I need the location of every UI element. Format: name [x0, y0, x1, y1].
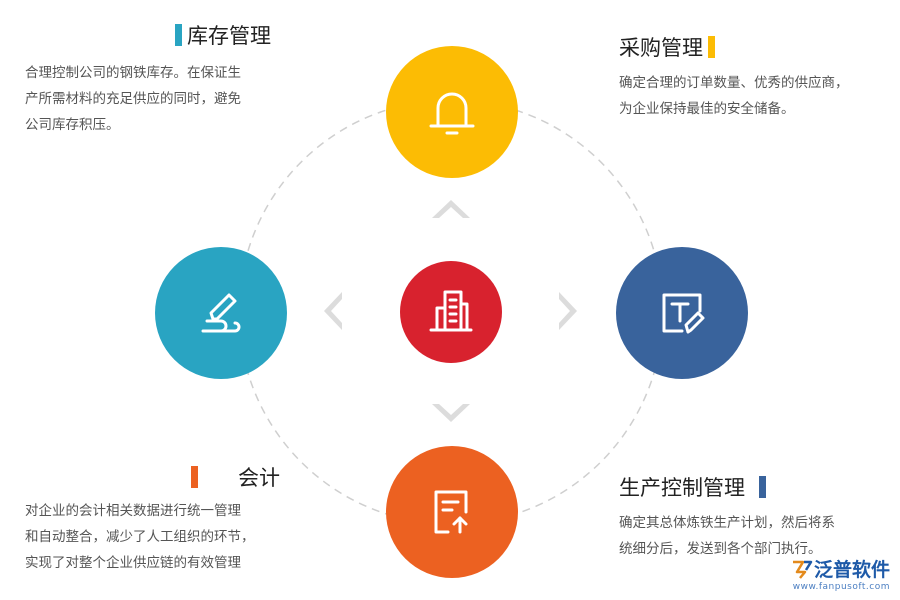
inventory-heading: 库存管理 — [25, 20, 300, 50]
building-icon — [429, 290, 473, 332]
production-desc: 确定其总体炼铁生产计划，然后将系 统细分后，发送到各个部门执行。 — [619, 510, 894, 562]
desc-line: 为企业保持最佳的安全储备。 — [619, 101, 795, 117]
desc-line: 确定合理的订单数量、优秀的供应商， — [619, 75, 849, 91]
center-node — [400, 261, 502, 363]
desc-line: 合理控制公司的钢铁库存。在保证生 — [25, 65, 241, 81]
purchase-desc: 确定合理的订单数量、优秀的供应商， 为企业保持最佳的安全储备。 — [619, 70, 894, 122]
brand-name: 泛普软件 — [813, 559, 890, 581]
desc-line: 实现了对整个企业供应链的有效管理 — [25, 555, 241, 571]
desc-line: 统细分后，发送到各个部门执行。 — [619, 541, 822, 557]
purchase-title: 采购管理 — [619, 36, 703, 60]
production-block: 生产控制管理 确定其总体炼铁生产计划，然后将系 统细分后，发送到各个部门执行。 — [619, 472, 894, 562]
node-right — [616, 247, 748, 379]
desc-line: 对企业的会计相关数据进行统一管理 — [25, 503, 241, 519]
node-bottom — [386, 446, 518, 578]
accounting-title: 会计 — [238, 466, 280, 490]
text-edit-icon — [662, 293, 705, 334]
node-top — [386, 46, 518, 178]
brand-name-row: 泛普软件 — [790, 555, 890, 582]
desc-line: 和自动整合，减少了人工组织的环节， — [25, 529, 255, 545]
purchase-marker — [708, 36, 715, 58]
desc-line: 确定其总体炼铁生产计划，然后将系 — [619, 515, 835, 531]
pen-writing-icon — [201, 293, 241, 333]
chevron-up-icon — [432, 200, 470, 218]
accounting-heading: 会计 — [25, 462, 305, 492]
production-marker — [759, 476, 766, 498]
purchase-block: 采购管理 确定合理的订单数量、优秀的供应商， 为企业保持最佳的安全储备。 — [619, 32, 894, 122]
purchase-heading: 采购管理 — [619, 32, 894, 62]
desc-line: 公司库存积压。 — [25, 117, 120, 133]
chevron-left-icon — [324, 292, 342, 330]
document-upload-icon — [434, 490, 468, 534]
node-left — [155, 247, 287, 379]
inventory-marker — [175, 24, 182, 46]
fanpu-logo-icon — [792, 560, 813, 579]
chevron-down-icon — [432, 404, 470, 422]
bell-icon — [429, 92, 475, 135]
accounting-desc: 对企业的会计相关数据进行统一管理 和自动整合，减少了人工组织的环节， 实现了对整… — [25, 498, 305, 576]
production-heading: 生产控制管理 — [619, 472, 894, 502]
chevron-right-icon — [559, 292, 577, 330]
production-title: 生产控制管理 — [619, 476, 745, 500]
inventory-desc: 合理控制公司的钢铁库存。在保证生 产所需材料的充足供应的同时，避免 公司库存积压… — [25, 60, 300, 138]
desc-line: 产所需材料的充足供应的同时，避免 — [25, 91, 241, 107]
accounting-marker — [191, 466, 198, 488]
brand-url: www.fanpusoft.com — [792, 582, 890, 592]
accounting-block: 会计 对企业的会计相关数据进行统一管理 和自动整合，减少了人工组织的环节， 实现… — [25, 462, 305, 576]
brand-logo: 泛普软件 www.fanpusoft.com — [790, 555, 890, 592]
inventory-title: 库存管理 — [187, 24, 271, 48]
inventory-block: 库存管理 合理控制公司的钢铁库存。在保证生 产所需材料的充足供应的同时，避免 公… — [25, 20, 300, 138]
